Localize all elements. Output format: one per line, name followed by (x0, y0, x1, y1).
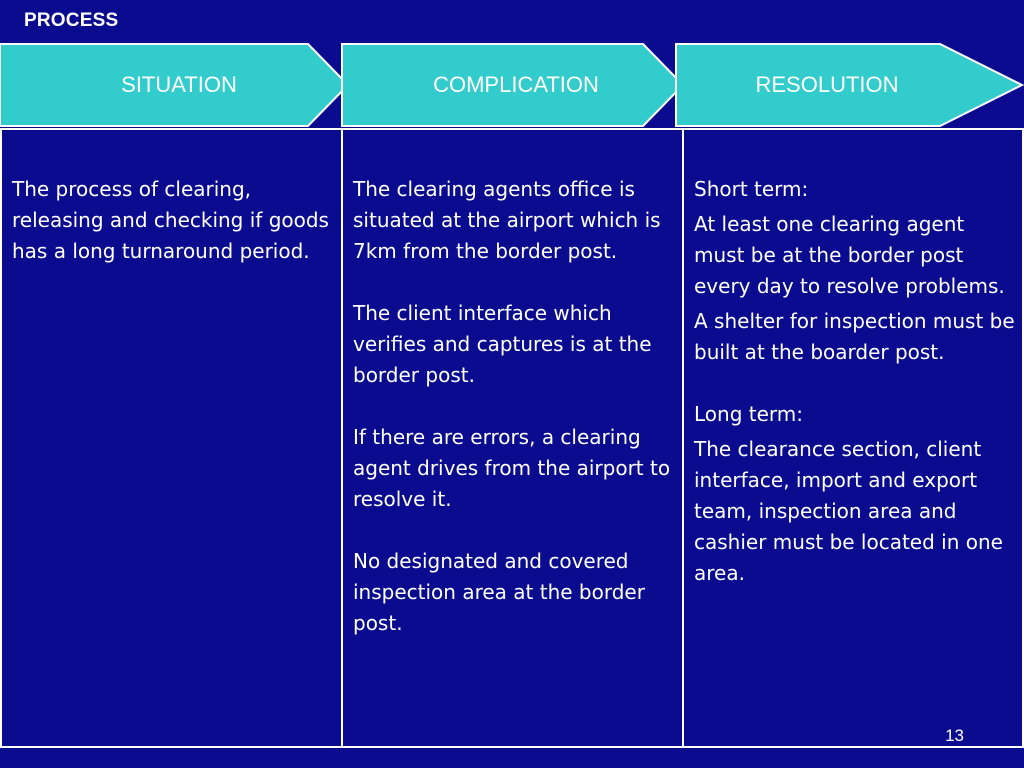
complication-paragraph: The clearing agents office is situated a… (353, 177, 661, 263)
arrow-resolution (675, 43, 1024, 127)
complication-paragraph: If there are errors, a clearing agent dr… (353, 425, 671, 511)
arrow-complication (341, 43, 685, 127)
short-term-heading: Short term: (694, 177, 809, 201)
situation-text: The process of clearing, releasing and c… (12, 174, 335, 267)
long-term-item: The clearance section, client interface,… (694, 437, 1003, 585)
page-number: 13 (945, 726, 964, 745)
process-arrows (0, 43, 1024, 127)
stage-label-situation: SITUATION (121, 72, 237, 97)
short-term-item: A shelter for inspection must be built a… (694, 309, 1015, 364)
complication-paragraph: The client interface which verifies and … (353, 301, 652, 387)
stage-label-complication: COMPLICATION (433, 72, 599, 97)
resolution-column: Short term: At least one clearing agent … (682, 128, 1024, 748)
resolution-text: Short term: At least one clearing agent … (694, 174, 1016, 589)
arrow-situation (0, 43, 350, 127)
slide-title: PROCESS (24, 10, 119, 31)
complication-column: The clearing agents office is situated a… (341, 128, 684, 748)
complication-text: The clearing agents office is situated a… (353, 174, 676, 639)
situation-paragraph: The process of clearing, releasing and c… (12, 177, 329, 263)
complication-paragraph: No designated and covered inspection are… (353, 549, 645, 635)
short-term-item: At least one clearing agent must be at t… (694, 212, 1005, 298)
stage-label-resolution: RESOLUTION (755, 72, 899, 97)
situation-column: The process of clearing, releasing and c… (0, 128, 343, 748)
long-term-heading: Long term: (694, 402, 803, 426)
